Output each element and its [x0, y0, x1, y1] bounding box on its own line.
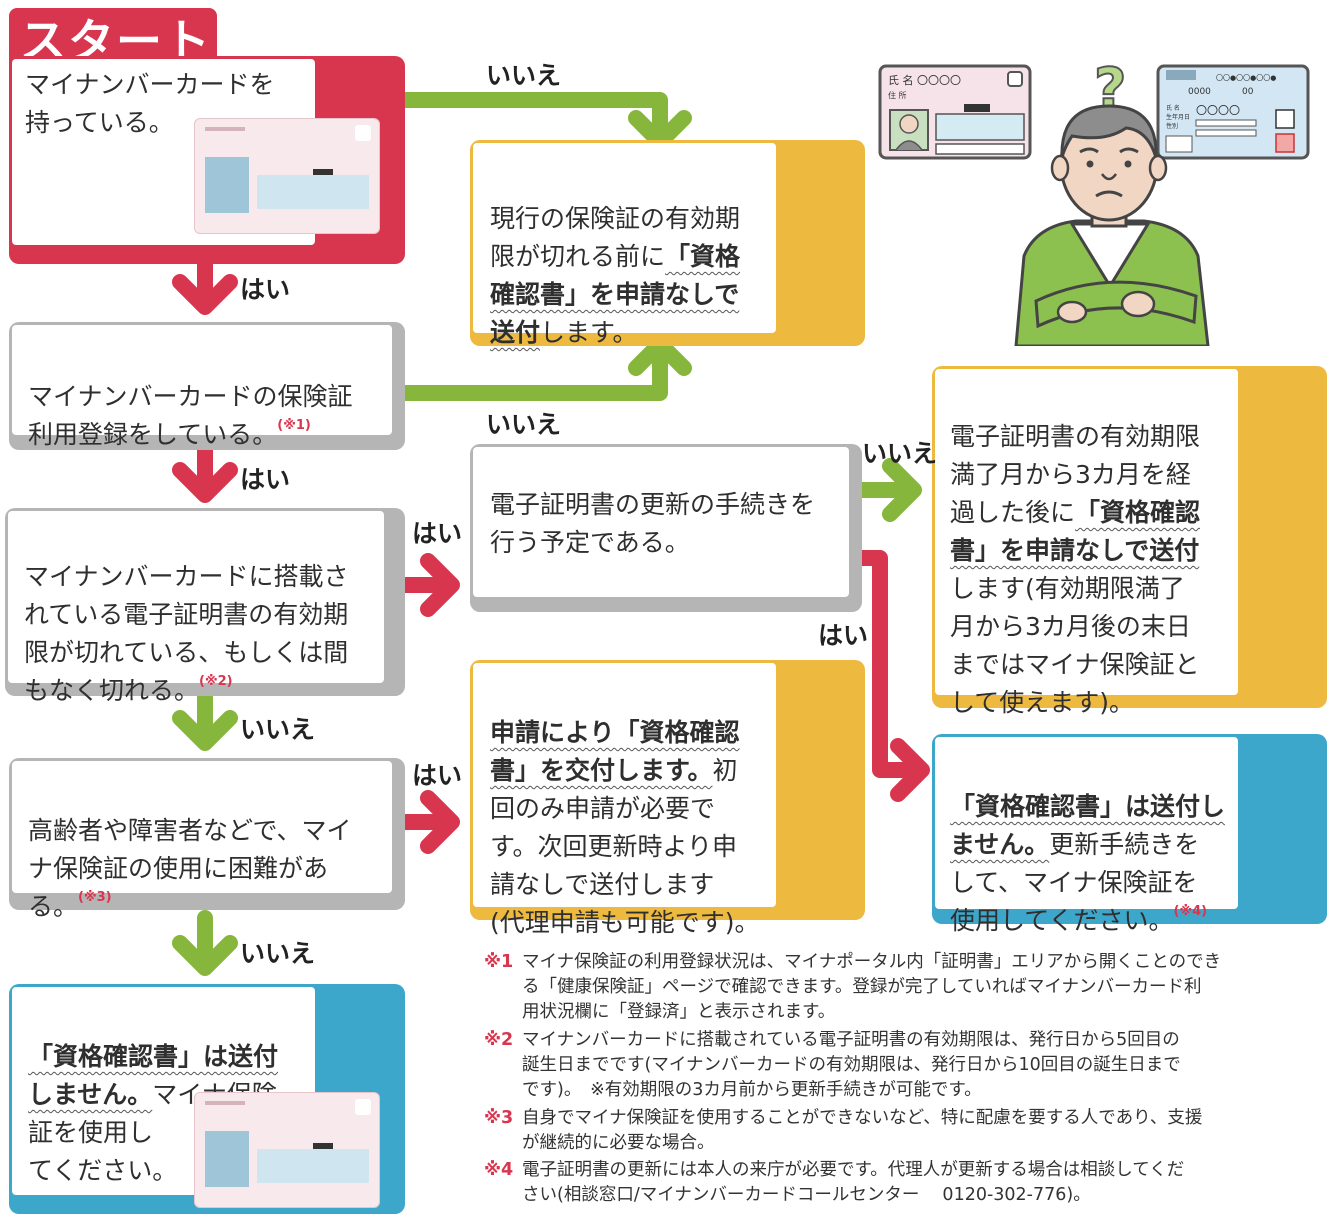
result-3-panel	[473, 663, 776, 907]
question-4-body: 高齢者や障害者などで、マイ ナ保険証の使用に困難があ る。	[28, 816, 352, 921]
card-right-num: 0000	[1188, 87, 1211, 97]
result-5-text: 「資格確認書」は送付し ません。更新手続きを して、マイナ保険証を 使用してくだ…	[950, 750, 1225, 940]
footnote-2-text: マイナンバーカードに搭載されている電子証明書の有効期限は、発行日から5回目の 誕…	[522, 1030, 1181, 1100]
footnote-1-mark: ※1	[484, 952, 514, 972]
question-4-text: 高齢者や障害者などで、マイ ナ保険証の使用に困難があ る。(※3)	[28, 774, 352, 926]
label-yes-4: はい	[412, 761, 463, 790]
result-1-post: します。	[540, 318, 638, 347]
card-right-top: 〇〇●〇〇●〇〇●	[1216, 74, 1276, 82]
result-5-bold: 「資格確認書」は送付し ません。	[950, 792, 1226, 859]
card-field-2	[257, 1149, 369, 1183]
card-right-l1: 氏 名	[1166, 104, 1180, 112]
result-3-text: 申請により「資格確認 書」を交付します。初 回のみ申請が必要で す。次回更新時よ…	[490, 676, 760, 942]
note-ref-3: (※3)	[78, 890, 112, 905]
question-5-panel	[473, 447, 849, 597]
footnote-3: ※3 自身でマイナ保険証を使用することができないなど、特に配慮を要する人であり、…	[484, 1106, 1324, 1158]
note-ref-2: (※2)	[199, 674, 233, 689]
card-right-l2: 生年月日	[1166, 113, 1190, 121]
result-4-bold: 「資格確認 書」を申請なしで送付	[950, 498, 1201, 565]
card-right-num2: 00	[1242, 87, 1254, 97]
footnote-1-text: マイナ保険証の利用登録状況は、マイナポータル内「証明書」エリアから開くことのでき…	[522, 952, 1222, 1022]
footnote-2: ※2 マイナンバーカードに搭載されている電子証明書の有効期限は、発行日から5回目…	[484, 1028, 1324, 1106]
result-4-post: します(有効期限満了 月から3カ月後の末日 まではマイナ保険証と して使えます)…	[950, 574, 1200, 717]
question-5-text: 電子証明書の更新の手続きを 行う予定である。	[490, 490, 816, 557]
result-5-panel	[935, 737, 1238, 909]
result-3-body: 初 回のみ申請が必要で す。次回更新時より申 請なしで送付します (代理申請も可…	[490, 756, 760, 937]
mynumber-card-illustration	[194, 118, 380, 234]
result-1-text: 現行の保険証の有効期 限が切れる前に「資格 確認書」を申請なしで 送付します。	[490, 162, 740, 352]
footnote-4-mark: ※4	[484, 1160, 514, 1180]
card-photo-2	[205, 1131, 249, 1187]
question-2-panel	[12, 325, 392, 435]
label-yes-5: はい	[818, 621, 869, 650]
card-left-name: 氏 名 〇〇〇〇	[888, 73, 961, 87]
label-no-1: いいえ	[486, 61, 562, 90]
label-no-2: いいえ	[486, 410, 562, 439]
note-ref-4: (※4)	[1173, 904, 1208, 919]
arrowhead-q5-no	[882, 458, 922, 522]
question-1-text: マイナンバーカードを 持っている。	[25, 70, 275, 137]
arrowhead-q5-yes	[890, 738, 930, 802]
card-bar-2	[313, 1143, 333, 1149]
insurance-card-right: 〇〇●〇〇●〇〇● 0000 00 〇〇〇〇 氏 名 生年月日 性別	[1156, 64, 1310, 160]
arrow-q1-no	[392, 92, 668, 143]
card-left-addr: 住 所	[888, 90, 907, 100]
result-2-bold: 「資格確認書」は送付 しません。	[28, 1042, 279, 1109]
arrow-q5-yes	[850, 550, 920, 778]
arrowhead-q3-yes	[420, 553, 460, 617]
footnote-1: ※1 マイナ保険証の利用登録状況は、マイナポータル内「証明書」エリアから開くこと…	[484, 950, 1324, 1028]
label-yes-2: はい	[240, 465, 291, 494]
arrow-q2-no	[392, 342, 668, 401]
arrowhead-q4-yes	[420, 790, 460, 854]
result-1-panel	[473, 143, 776, 333]
card-chip-2	[355, 1099, 371, 1115]
footnote-3-mark: ※3	[484, 1108, 514, 1128]
note-ref-1: (※1)	[277, 418, 311, 433]
label-yes-3: はい	[412, 519, 463, 548]
footnote-4: ※4 電子証明書の更新には本人の来庁が必要です。代理人が更新する場合は相談してく…	[484, 1158, 1324, 1210]
question-3-body: マイナンバーカードに搭載さ れている電子証明書の有効期 限が切れている、もしくは…	[24, 562, 349, 705]
card-line	[205, 127, 245, 131]
result-2-text: 「資格確認書」は送付 しません。マイナ保険 証を使用し てください。	[28, 1000, 278, 1190]
footnote-4-text: 電子証明書の更新には本人の来庁が必要です。代理人が更新する場合は相談してくだ さ…	[522, 1160, 1185, 1205]
label-no-5: いいえ	[862, 439, 938, 468]
label-yes-1: はい	[240, 275, 291, 304]
card-right-name: 〇〇〇〇	[1196, 104, 1240, 117]
card-photo	[205, 157, 249, 213]
man-figure	[1014, 104, 1210, 346]
question-4-panel	[12, 761, 392, 893]
arrowhead-q3-no	[172, 710, 238, 751]
footnote-2-mark: ※2	[484, 1030, 514, 1050]
result-1-pre: 現行の保険証の有効期 限が切れる前に	[490, 204, 741, 271]
result-4-panel	[935, 369, 1238, 695]
question-2-text: マイナンバーカードの保険証 利用登録をしている。(※1)	[28, 340, 353, 454]
label-no-4: いいえ	[240, 939, 316, 968]
mynumber-card-illustration-2	[194, 1092, 380, 1208]
result-3-bold: 申請により「資格確認 書」を交付します。	[490, 718, 740, 785]
confused-man-illustration: 氏 名 〇〇〇〇 住 所 〇〇●〇〇●〇〇● 0000 00 〇〇〇〇 氏 名 …	[878, 56, 1310, 346]
result-5-body: 更新手続きを して、マイナ保険証を 使用してください。	[950, 830, 1200, 935]
insurance-card-left: 氏 名 〇〇〇〇 住 所	[878, 64, 1032, 160]
card-line-2	[205, 1101, 245, 1105]
card-chip	[355, 125, 371, 141]
question-3-panel	[8, 511, 384, 683]
result-4-text: 電子証明書の有効期限 満了月から3カ月を経 過した後に「資格確認 書」を申請なし…	[950, 380, 1200, 722]
result-4-pre: 電子証明書の有効期限 満了月から3カ月を経 過した後に	[950, 422, 1201, 527]
card-right-l3: 性別	[1166, 122, 1178, 130]
result-2-body: マイナ保険 証を使用し てください。	[28, 1080, 277, 1185]
footnote-3-text: 自身でマイナ保険証を使用することができないなど、特に配慮を要する人であり、支援 …	[522, 1108, 1203, 1153]
card-bar	[313, 169, 333, 175]
arrowhead-q1-yes	[172, 274, 238, 315]
question-2-body: マイナンバーカードの保険証 利用登録をしている。	[28, 382, 353, 449]
card-field	[257, 175, 369, 209]
arrowhead-q4-no	[172, 935, 238, 976]
arrowhead-q2-yes	[172, 462, 238, 503]
label-no-3: いいえ	[240, 715, 316, 744]
result-1-bold: 「資格 確認書」を申請なしで 送付	[490, 242, 741, 347]
question-3-text: マイナンバーカードに搭載さ れている電子証明書の有効期 限が切れている、もしくは…	[24, 520, 349, 710]
